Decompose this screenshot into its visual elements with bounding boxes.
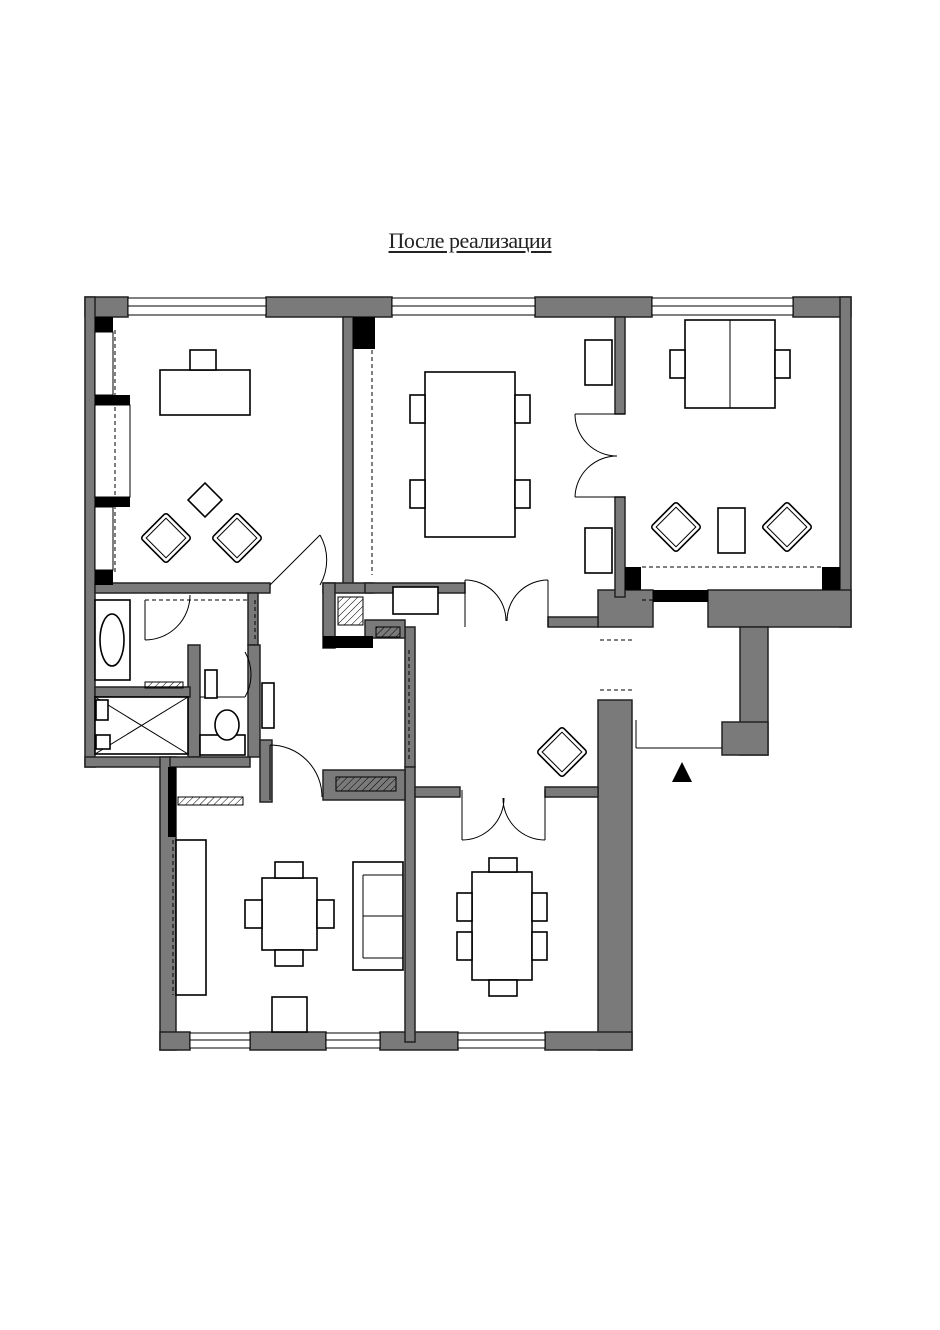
structural-columns (95, 317, 840, 837)
meeting-room (392, 339, 613, 615)
meeting-table (424, 371, 516, 538)
office-room-1 (140, 349, 263, 564)
shaft-3 (335, 776, 397, 792)
chair (189, 349, 217, 371)
shaft-2 (375, 626, 401, 638)
dashed-partitions (114, 330, 822, 995)
armchair (536, 726, 588, 778)
desk (159, 369, 251, 416)
dining-room (175, 839, 404, 1033)
windows (94, 297, 794, 1049)
office-room-2 (650, 319, 813, 554)
plan-title: После реализации (388, 228, 552, 253)
bathroom (94, 599, 275, 756)
side-table (186, 481, 224, 519)
entrance-arrow-icon (672, 762, 692, 782)
bath-radiator (144, 681, 184, 689)
shaft-1 (337, 596, 364, 626)
outer-walls (84, 296, 852, 1051)
armchair (211, 512, 263, 564)
dining-room-2 (456, 857, 548, 997)
radiator-hatch (177, 796, 244, 806)
doors (144, 413, 722, 841)
armchair (140, 512, 192, 564)
